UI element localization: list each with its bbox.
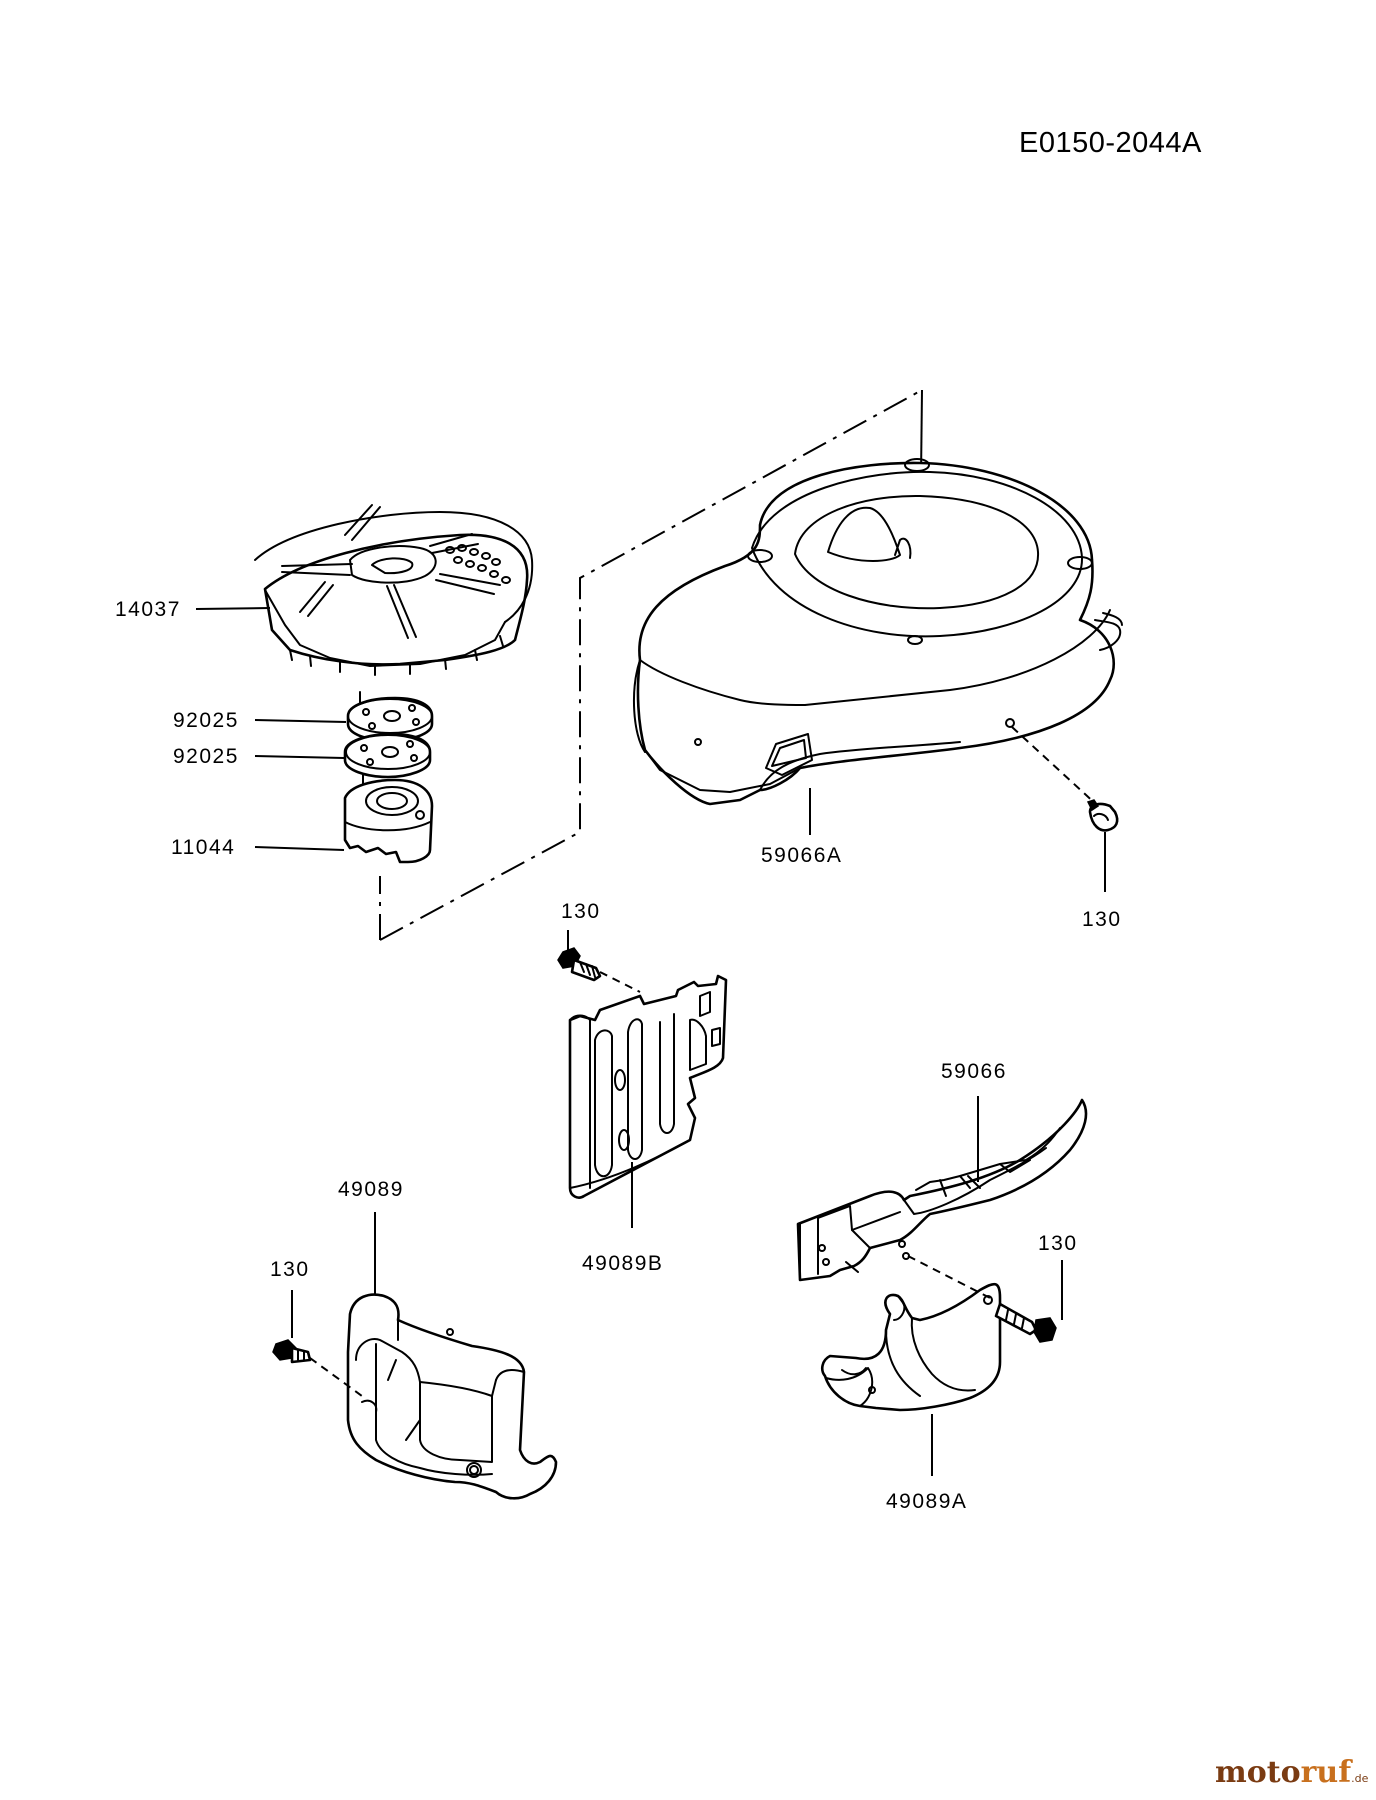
watermark-logo: motoruf.de xyxy=(1215,1755,1369,1790)
label-130-left: 130 xyxy=(270,1258,310,1281)
spacer-92025-bottom xyxy=(343,732,432,779)
bolt-130-right xyxy=(994,1302,1057,1343)
label-130-center: 130 xyxy=(561,900,601,923)
label-49089A: 49089A xyxy=(886,1490,967,1513)
plate-49089A xyxy=(820,1282,1002,1412)
label-49089B: 49089B xyxy=(582,1252,663,1275)
housing-59066A xyxy=(632,458,1123,807)
diagram-code: E0150-2044A xyxy=(1019,127,1202,159)
label-92025-bottom: 92025 xyxy=(173,745,239,768)
label-130-housing: 130 xyxy=(1082,908,1122,931)
cover-59066 xyxy=(796,1098,1088,1282)
label-14037: 14037 xyxy=(115,598,181,621)
hub-11044 xyxy=(343,778,434,864)
spacer-92025-top xyxy=(346,696,434,743)
label-59066: 59066 xyxy=(941,1060,1007,1083)
label-11044: 11044 xyxy=(171,836,235,859)
plate-49089B xyxy=(568,974,728,1199)
fan-14037 xyxy=(254,504,534,676)
bolt-130-center xyxy=(557,947,602,982)
svg-text:motoruf.de: motoruf.de xyxy=(1215,1755,1369,1790)
label-92025-top: 92025 xyxy=(173,709,239,732)
plate-49089 xyxy=(346,1293,558,1500)
label-130-right: 130 xyxy=(1038,1232,1078,1255)
label-59066A: 59066A xyxy=(761,844,842,867)
label-49089: 49089 xyxy=(338,1178,404,1201)
bolt-130-housing xyxy=(1086,799,1119,832)
bolt-130-left xyxy=(272,1339,312,1364)
